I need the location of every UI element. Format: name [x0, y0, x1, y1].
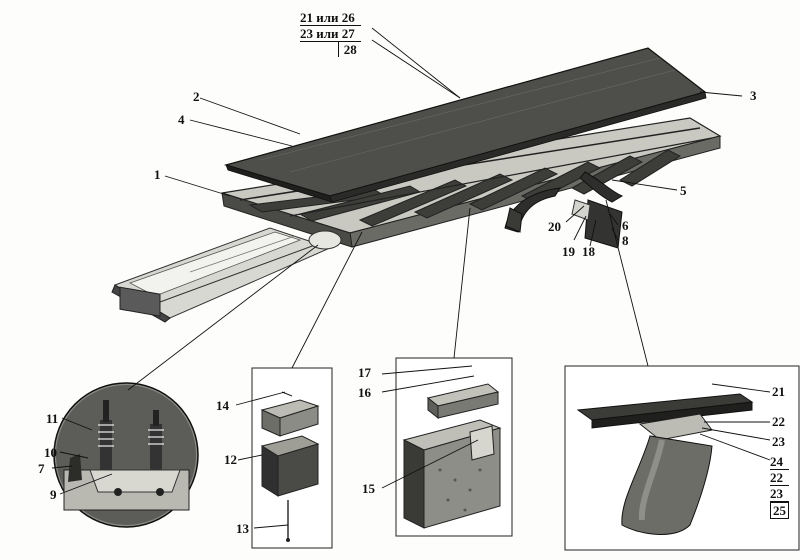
callout-6: 6: [622, 218, 629, 233]
callout-10: 10: [44, 445, 57, 460]
callout-17: 17: [358, 365, 371, 380]
callout-16: 16: [358, 385, 371, 400]
callout-21: 21: [772, 384, 785, 399]
callout-4: 4: [178, 112, 185, 127]
callout-24: 24: [770, 454, 789, 470]
callout-25: 25: [770, 502, 789, 519]
callout-20: 20: [548, 219, 561, 234]
callout-23-or-27: 23 или 27: [300, 26, 361, 42]
callout-15: 15: [362, 481, 375, 496]
callout-fraction-right: 24 22 23 25: [770, 454, 789, 519]
callout-12: 12: [224, 452, 237, 467]
main-assembly: [111, 47, 722, 323]
callout-14: 14: [216, 398, 229, 413]
callout-9: 9: [50, 487, 57, 502]
callout-22b: 22: [770, 470, 789, 486]
callout-23b: 23: [770, 486, 789, 502]
fenders: [504, 171, 624, 249]
detail-panel-crossmember: [395, 357, 513, 537]
callout-5: 5: [680, 183, 687, 198]
callout-8: 8: [622, 233, 629, 248]
callout-2: 2: [193, 89, 200, 104]
callout-18: 18: [582, 244, 595, 259]
callout-fraction-top: 21 или 26 23 или 27 28: [300, 10, 361, 57]
callout-19: 19: [562, 244, 575, 259]
detail-circle-coupling: [53, 382, 199, 528]
leader-lines: [51, 27, 771, 529]
deck-panel: [223, 47, 707, 203]
callout-13: 13: [236, 521, 249, 536]
drawbar: [111, 227, 332, 323]
detail-panel-fender-mount: [564, 365, 800, 551]
callout-3: 3: [750, 88, 757, 103]
platform-frame: [221, 117, 722, 250]
callout-21-or-26: 21 или 26: [300, 10, 361, 26]
detail-panel-bracket: [251, 367, 333, 549]
callout-28: 28: [338, 42, 361, 57]
callout-23: 23: [772, 434, 785, 449]
callout-1: 1: [154, 167, 161, 182]
callout-22: 22: [772, 414, 785, 429]
callout-11: 11: [46, 411, 59, 426]
callout-7: 7: [38, 461, 45, 476]
